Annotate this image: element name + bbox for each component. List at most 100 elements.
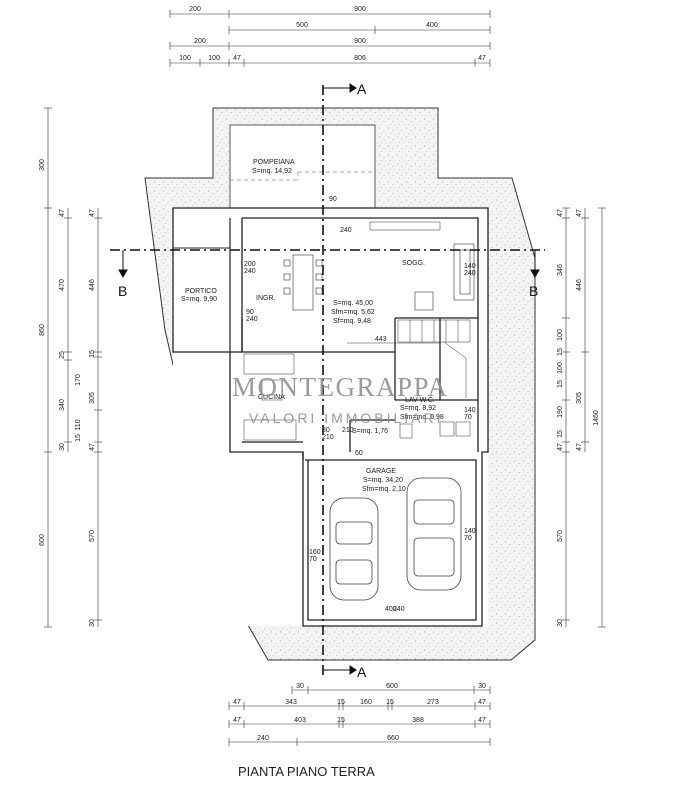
cucina-name: CUCINA (258, 394, 285, 401)
svg-text:240: 240 (464, 270, 476, 277)
bottom-dimension-lines (228, 686, 491, 746)
garage-area: S=mq. 34,20 (363, 477, 403, 484)
svg-text:570: 570 (557, 530, 564, 542)
svg-text:660: 660 (387, 735, 399, 742)
garage-name: GARAGE (366, 468, 396, 475)
svg-text:15: 15 (337, 699, 345, 706)
dim-top-1b: 900 (354, 6, 366, 13)
stairs (397, 319, 471, 398)
left-dimension-lines (44, 107, 102, 628)
svg-text:90: 90 (329, 196, 337, 203)
svg-text:100: 100 (557, 329, 564, 341)
right-dimension-lines (562, 207, 606, 628)
dim-top-4e: 47 (478, 55, 486, 62)
car-left (329, 497, 379, 601)
svg-text:200: 200 (244, 261, 256, 268)
section-arrows (118, 83, 540, 675)
svg-text:160: 160 (309, 549, 321, 556)
svg-text:15: 15 (89, 350, 96, 358)
svg-text:305: 305 (89, 392, 96, 404)
dim-top-2a: 500 (296, 22, 308, 29)
svg-text:47: 47 (59, 209, 66, 217)
svg-text:240: 240 (340, 227, 352, 234)
svg-text:273: 273 (427, 699, 439, 706)
pompeiana-area (229, 124, 376, 211)
lavanderia-name: LAV-W.C. (405, 397, 435, 404)
ripostiglio-area: S=mq. 1,76 (352, 428, 388, 435)
opening-labels: 90 240 200 240 90 240 140 70 160 70 140 … (244, 196, 476, 613)
svg-text:340: 340 (59, 399, 66, 411)
dim-top-4c: 47 (233, 55, 241, 62)
svg-text:446: 446 (89, 279, 96, 291)
svg-text:15: 15 (337, 717, 345, 724)
soggiorno-area: S=mq. 45,00 (333, 300, 373, 307)
svg-text:403: 403 (294, 717, 306, 724)
left-dimension-text: 300 860 600 47 470 25 340 30 47 446 15 1… (39, 159, 96, 627)
svg-text:70: 70 (464, 414, 472, 421)
svg-text:47: 47 (89, 443, 96, 451)
svg-text:15: 15 (557, 380, 564, 388)
svg-text:90: 90 (246, 309, 254, 316)
svg-text:346: 346 (557, 264, 564, 276)
svg-text:570: 570 (89, 530, 96, 542)
svg-text:600: 600 (386, 683, 398, 690)
svg-text:140: 140 (464, 528, 476, 535)
dim-interior-443: 443 (375, 336, 387, 343)
svg-text:240: 240 (257, 735, 269, 742)
svg-text:30: 30 (557, 619, 564, 627)
soggiorno-name: SOGG. (402, 260, 425, 267)
dim-top-4a: 100 (179, 55, 191, 62)
svg-text:343: 343 (285, 699, 297, 706)
lavanderia-sfm: Sfm=mq. 0,98 (400, 414, 444, 421)
dim-top-3a: 200 (194, 38, 206, 45)
svg-text:47: 47 (233, 699, 241, 706)
svg-text:240: 240 (246, 316, 258, 323)
svg-text:170: 170 (75, 374, 82, 386)
svg-text:47: 47 (576, 209, 583, 217)
svg-text:15: 15 (386, 699, 394, 706)
svg-text:400: 400 (385, 606, 397, 613)
dim-top-4d: 806 (354, 55, 366, 62)
svg-text:30: 30 (89, 619, 96, 627)
dim-top-2b: 400 (426, 22, 438, 29)
svg-text:210: 210 (342, 427, 354, 434)
bottom-dimension-text: 30 600 30 47 343 15 160 15 273 47 47 403… (233, 683, 486, 742)
svg-text:860: 860 (39, 324, 46, 336)
pompeiana-area-text: S=mq. 14,92 (252, 168, 292, 175)
svg-text:140: 140 (464, 263, 476, 270)
svg-text:1460: 1460 (593, 410, 600, 426)
svg-text:305: 305 (576, 392, 583, 404)
dim-top-3b: 900 (354, 38, 366, 45)
svg-text:25: 25 (59, 351, 66, 359)
svg-text:140: 140 (464, 407, 476, 414)
svg-text:15: 15 (557, 430, 564, 438)
svg-text:70: 70 (464, 535, 472, 542)
car-right (406, 477, 462, 591)
section-a-bottom: A (357, 664, 367, 680)
svg-text:47: 47 (478, 699, 486, 706)
pompeiana-name: POMPEIANA (253, 159, 295, 166)
garage-sfm: Sfm=mq. 2,10 (362, 486, 406, 493)
svg-text:70: 70 (309, 556, 317, 563)
svg-text:47: 47 (233, 717, 241, 724)
svg-text:240: 240 (244, 268, 256, 275)
svg-text:60: 60 (355, 450, 363, 457)
svg-text:15: 15 (557, 348, 564, 356)
svg-text:47: 47 (89, 209, 96, 217)
sofa (453, 243, 475, 301)
svg-text:300: 300 (39, 159, 46, 171)
portico-area: S=mq. 9,90 (181, 296, 217, 303)
svg-text:30: 30 (478, 683, 486, 690)
kitchen-units (243, 353, 297, 441)
lavanderia-area: S=mq. 8,92 (400, 405, 436, 412)
laundry-fixtures (399, 421, 471, 439)
svg-text:15: 15 (75, 434, 82, 442)
svg-text:240: 240 (393, 606, 405, 613)
watermark-line1: MONTEGRAPPA (232, 372, 449, 402)
svg-text:600: 600 (39, 534, 46, 546)
section-b-left: B (118, 283, 127, 299)
drawing-title: PIANTA PIANO TERRA (238, 764, 375, 779)
section-a-top: A (357, 81, 367, 97)
svg-text:47: 47 (557, 443, 564, 451)
